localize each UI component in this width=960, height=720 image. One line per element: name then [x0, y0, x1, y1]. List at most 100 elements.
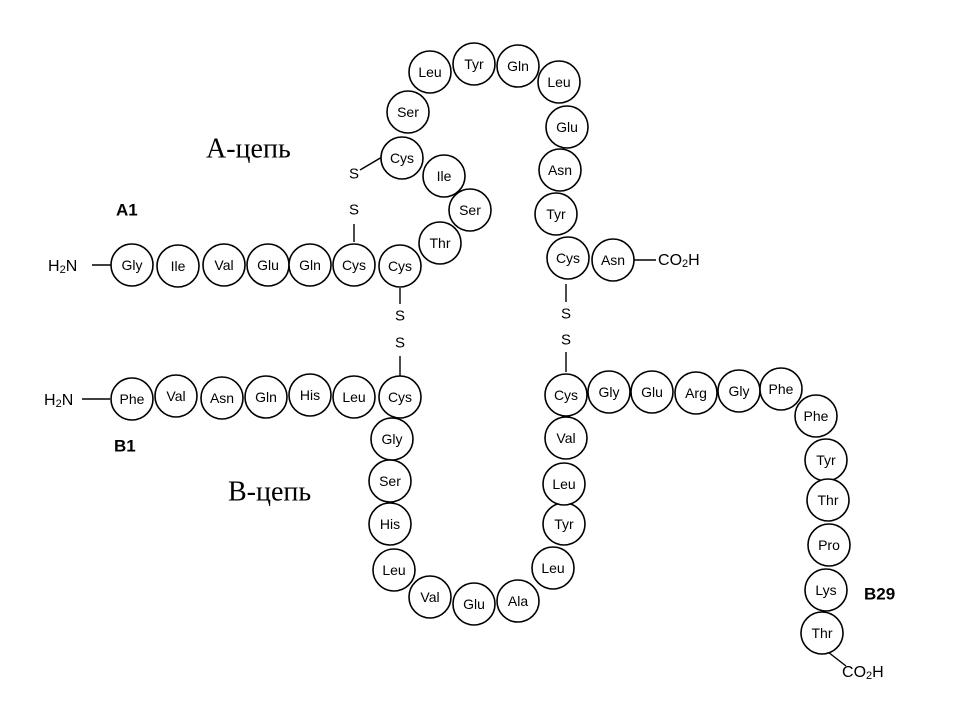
residue-b18: Val	[544, 416, 588, 460]
label-b1: B1	[114, 437, 136, 456]
residue-label: Val	[166, 388, 185, 404]
residue-b6: Leu	[332, 375, 376, 419]
residue-label: Thr	[818, 492, 839, 508]
residue-circle	[630, 370, 674, 414]
residue-label: Gly	[729, 383, 750, 399]
residue-a17: Glu	[545, 105, 589, 149]
residue-label: Val	[214, 257, 233, 273]
residue-b14: Ala	[496, 579, 540, 623]
disulfide-s-a7-lower: S	[395, 335, 405, 352]
residue-circle	[418, 221, 462, 265]
residue-label: Gly	[382, 431, 403, 447]
residue-circle	[288, 243, 332, 287]
residue-circle	[807, 523, 851, 567]
residue-label: Ile	[171, 258, 186, 274]
residue-circle	[408, 575, 452, 619]
residue-a21: Asn	[591, 238, 635, 282]
residue-circle	[538, 148, 582, 192]
residue-label: Cys	[342, 257, 366, 273]
residue-b11: Leu	[372, 548, 416, 592]
residue-circle	[332, 375, 376, 419]
residue-label: Cys	[390, 150, 414, 166]
residue-label: His	[380, 516, 400, 532]
residue-circle	[544, 416, 588, 460]
residue-a13: Leu	[408, 50, 452, 94]
residue-a5: Gln	[288, 243, 332, 287]
residue-label: Gln	[299, 257, 321, 273]
residue-circle	[244, 375, 288, 419]
residue-label: Pro	[818, 537, 840, 553]
residue-label: Thr	[812, 625, 833, 641]
residue-circle	[542, 462, 586, 506]
residue-label: Glu	[257, 257, 279, 273]
residue-label: Val	[556, 430, 575, 446]
residue-b8: Gly	[370, 417, 414, 461]
residue-a10: Ile	[422, 154, 466, 198]
residue-circle	[200, 376, 244, 420]
residue-a2: Ile	[156, 244, 200, 288]
residue-a12: Ser	[386, 90, 430, 134]
residue-b24: Phe	[759, 367, 803, 411]
residue-circle	[452, 42, 496, 86]
residue-circle	[800, 611, 844, 655]
residue-b4: Gln	[244, 375, 288, 419]
residue-b3: Asn	[200, 376, 244, 420]
residue-circle	[110, 243, 154, 287]
residue-b25: Phe	[794, 394, 838, 438]
residue-circle	[372, 548, 416, 592]
residue-circle	[448, 188, 492, 232]
residue-b26: Tyr	[804, 438, 848, 482]
residue-label: Leu	[547, 74, 570, 90]
residue-label: Phe	[804, 408, 829, 424]
residue-b13: Glu	[452, 582, 496, 626]
residue-b1: Phe	[110, 377, 154, 421]
disulfide-a6-a11-bond-top	[359, 156, 383, 171]
residue-b30: Thr	[800, 611, 844, 655]
residue-circle	[545, 105, 589, 149]
residue-circle	[380, 136, 424, 180]
residue-label: Gln	[255, 389, 277, 405]
disulfide-s-a20-lower: S	[561, 332, 571, 349]
residue-label: Cys	[388, 389, 412, 405]
residue-circle	[674, 371, 718, 415]
residue-label: Tyr	[546, 206, 566, 222]
disulfide-s-a6-lower: S	[349, 202, 359, 219]
label-a1: A1	[116, 201, 138, 220]
residue-circle	[386, 90, 430, 134]
residue-circle	[759, 367, 803, 411]
residue-label: Cys	[388, 258, 412, 274]
residue-circle	[806, 478, 850, 522]
residue-a15: Gln	[496, 44, 540, 88]
residue-label: Asn	[548, 162, 572, 178]
residue-circle	[496, 579, 540, 623]
residue-label: Lys	[815, 582, 836, 598]
residue-b29: Lys	[804, 568, 848, 612]
residue-label: Ser	[379, 473, 401, 489]
residue-a16: Leu	[537, 60, 581, 104]
residue-circle	[452, 582, 496, 626]
residue-b12: Val	[408, 575, 452, 619]
residue-b7: Cys	[378, 375, 422, 419]
residue-label: Val	[420, 589, 439, 605]
b-chain-n-terminus: H2N	[44, 392, 73, 411]
residue-label: His	[300, 387, 320, 403]
residue-label: Thr	[430, 235, 451, 251]
residue-label: Ser	[459, 202, 481, 218]
chain-b-title: В-цепь	[228, 477, 311, 508]
b-chain-c-terminus: CO2H	[842, 664, 884, 683]
residue-circle	[378, 244, 422, 288]
residue-b22: Arg	[674, 371, 718, 415]
residue-label: Gln	[507, 58, 529, 74]
residue-label: Glu	[463, 596, 485, 612]
residue-label: Phe	[120, 391, 145, 407]
residue-label: Leu	[541, 560, 564, 576]
residue-b5: His	[288, 373, 332, 417]
residue-label: Leu	[342, 389, 365, 405]
residue-b17: Leu	[542, 462, 586, 506]
residue-label: Ala	[508, 593, 528, 609]
residue-circle	[587, 370, 631, 414]
residue-circle	[332, 243, 376, 287]
residue-a7: Cys	[378, 244, 422, 288]
